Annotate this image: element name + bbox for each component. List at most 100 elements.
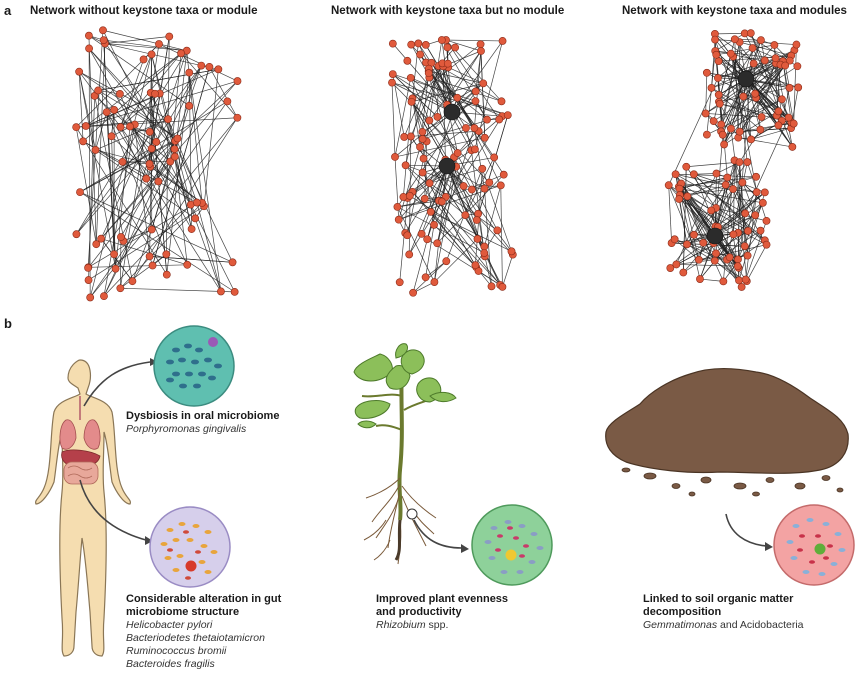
network-node (430, 278, 439, 286)
network-node (672, 260, 681, 269)
network-node (725, 253, 734, 262)
network-node (84, 263, 93, 272)
keystone-node (737, 70, 755, 88)
network-node (443, 43, 452, 52)
network-node (737, 283, 746, 291)
network-node (115, 90, 124, 98)
network-node (760, 56, 769, 65)
network-node (107, 132, 116, 141)
network-node (743, 158, 752, 166)
network-node (162, 250, 171, 259)
network-node (170, 152, 179, 161)
network-node (480, 249, 489, 257)
network-node (712, 50, 721, 59)
network-node (675, 195, 683, 203)
network-node (752, 172, 760, 181)
network-node (789, 119, 798, 128)
network-1-title: Network without keystone taxa or module (30, 5, 258, 17)
network-node (403, 56, 412, 65)
network-node (718, 130, 727, 139)
plant-illustration (353, 343, 457, 565)
network-node (433, 112, 442, 121)
network-node (453, 149, 462, 157)
network-node (217, 287, 225, 296)
network-node (145, 159, 154, 168)
network-node (664, 181, 673, 190)
network-node (148, 261, 157, 270)
network-node (165, 32, 174, 41)
network-node (683, 192, 692, 201)
network-node (730, 35, 739, 44)
network-node (471, 97, 480, 106)
oral-caption: Dysbiosis in oral microbiome Porphyromon… (126, 410, 326, 436)
network-node (503, 111, 512, 119)
network-node (707, 206, 716, 215)
network-node (467, 185, 476, 194)
network-without-keystone (72, 26, 803, 302)
network-node (702, 130, 711, 139)
soil-taxon-genus: Gemmatimonas (643, 619, 718, 631)
network-node (97, 234, 106, 243)
network-node (762, 240, 771, 249)
network-node (770, 41, 779, 49)
network-node (91, 146, 100, 154)
keystone-node (443, 103, 461, 121)
network-node (126, 122, 134, 131)
network-node (81, 122, 90, 130)
network-node (735, 127, 744, 136)
network-node (682, 162, 691, 171)
network-node (720, 140, 729, 149)
plant-taxon-suffix: spp. (425, 619, 449, 631)
soil-taxon: Gemmatimonas and Acidobacteria (643, 619, 858, 632)
network-node (110, 106, 119, 114)
network-node (147, 225, 156, 234)
network-3-title: Network with keystone taxa and modules (622, 5, 847, 17)
network-node (191, 214, 200, 223)
network-node (395, 278, 404, 287)
network-node (117, 233, 125, 241)
network-node (785, 56, 794, 65)
network-node (696, 275, 704, 283)
network-node (403, 231, 412, 240)
panel-b-letter: b (4, 316, 12, 331)
network-node (760, 188, 769, 197)
network-node (740, 242, 749, 251)
network-node (757, 113, 766, 121)
network-node (471, 261, 480, 270)
gut-taxon: Bacteriodetes thetaiotamicron (126, 632, 265, 644)
network-node (690, 230, 698, 239)
network-node (393, 202, 402, 211)
network-node (762, 216, 771, 225)
network-node (417, 229, 426, 238)
network-node (94, 86, 103, 95)
soil-caption-title-line1: Linked to soil organic matter (643, 593, 794, 605)
network-node (496, 181, 505, 190)
gut-caption-title-line2: microbiome structure (126, 606, 240, 618)
network-node (118, 157, 127, 166)
gut-caption: Considerable alteration in gut microbiom… (126, 593, 336, 671)
plant-taxon: Rhizobium spp. (376, 619, 576, 632)
network-node (743, 251, 752, 260)
network-node (92, 240, 101, 249)
network-node (409, 288, 417, 297)
network-node (145, 252, 154, 261)
network-node (462, 124, 470, 132)
network-node (185, 101, 194, 110)
network-node (733, 262, 742, 271)
network-node (726, 49, 735, 58)
network-node (99, 26, 107, 35)
network-node (751, 89, 760, 98)
network-node (75, 67, 84, 76)
network-node (751, 211, 760, 220)
soil-microbiome-circle (773, 504, 855, 586)
human-body-illustration (35, 359, 131, 657)
network-node (100, 292, 108, 301)
network-node (155, 40, 163, 48)
network-node (480, 133, 489, 142)
network-node (421, 41, 430, 49)
network-node (233, 77, 242, 85)
network-node (738, 178, 747, 187)
network-node (485, 178, 494, 187)
network-node (778, 95, 786, 104)
network-node (785, 83, 794, 92)
